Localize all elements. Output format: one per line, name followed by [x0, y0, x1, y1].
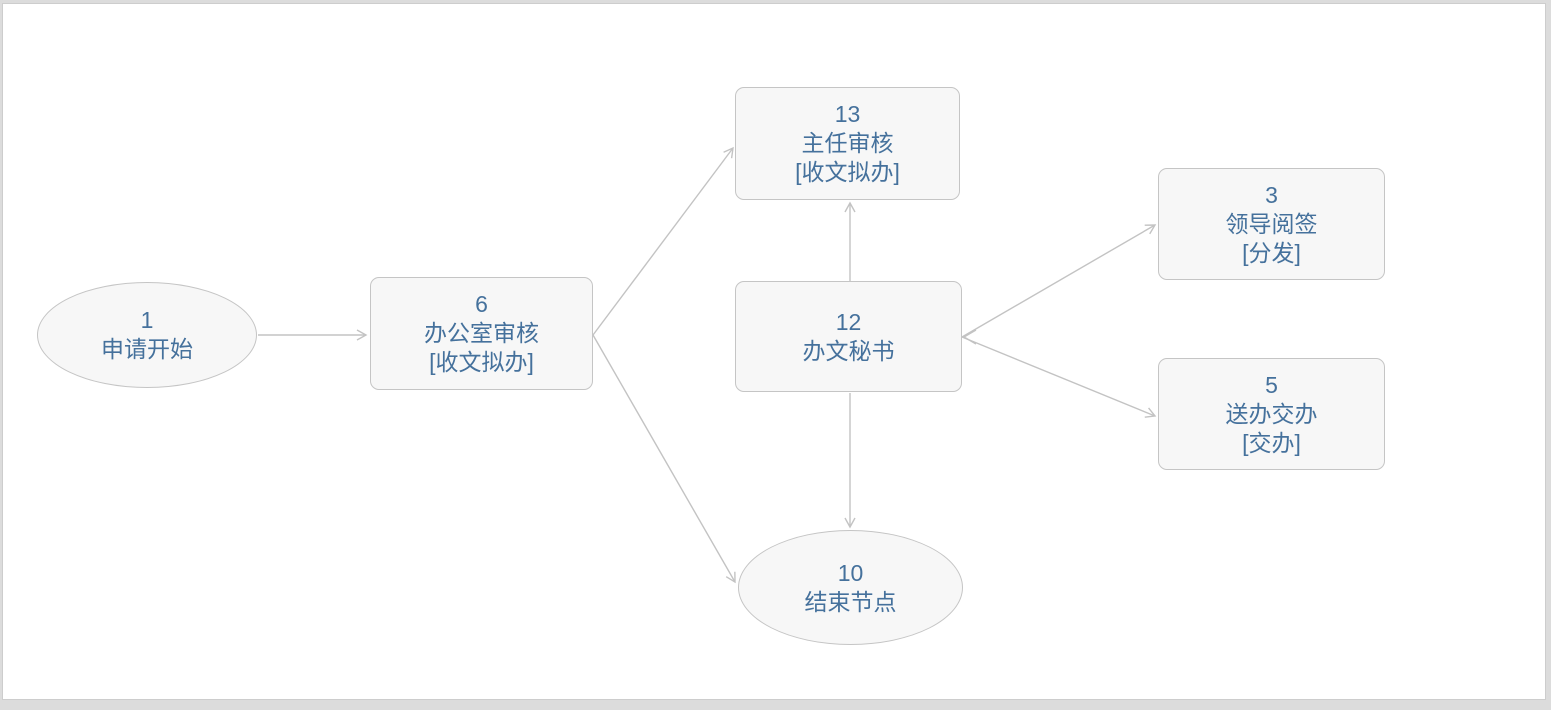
- node-office-review-6[interactable]: 6 办公室审核 [收文拟办]: [370, 277, 593, 390]
- node-label: 办公室审核: [424, 320, 539, 346]
- node-id: 1: [140, 307, 154, 333]
- node-tag: [收文拟办]: [429, 349, 534, 375]
- node-tag: [收文拟办]: [795, 159, 900, 185]
- node-id: 5: [1265, 371, 1278, 398]
- node-end-10[interactable]: 10 结束节点: [738, 530, 963, 645]
- node-label: 送办交办: [1225, 400, 1318, 427]
- node-id: 12: [835, 308, 862, 335]
- node-id: 6: [475, 291, 488, 317]
- node-id: 13: [834, 101, 861, 127]
- node-label: 申请开始: [101, 336, 193, 362]
- node-label: 结束节点: [804, 588, 897, 615]
- node-start-1[interactable]: 1 申请开始: [37, 282, 257, 388]
- node-label: 主任审核: [801, 130, 894, 156]
- node-label: 办文秘书: [802, 337, 895, 364]
- node-tag: [交办]: [1242, 429, 1301, 456]
- node-assign-5[interactable]: 5 送办交办 [交办]: [1158, 358, 1385, 470]
- node-label: 领导阅签: [1225, 210, 1318, 237]
- node-director-review-13[interactable]: 13 主任审核 [收文拟办]: [735, 87, 960, 200]
- node-id: 10: [837, 559, 864, 586]
- node-leader-sign-3[interactable]: 3 领导阅签 [分发]: [1158, 168, 1385, 280]
- node-id: 3: [1265, 181, 1278, 208]
- node-document-secretary-12[interactable]: 12 办文秘书: [735, 281, 962, 392]
- node-tag: [分发]: [1242, 239, 1301, 266]
